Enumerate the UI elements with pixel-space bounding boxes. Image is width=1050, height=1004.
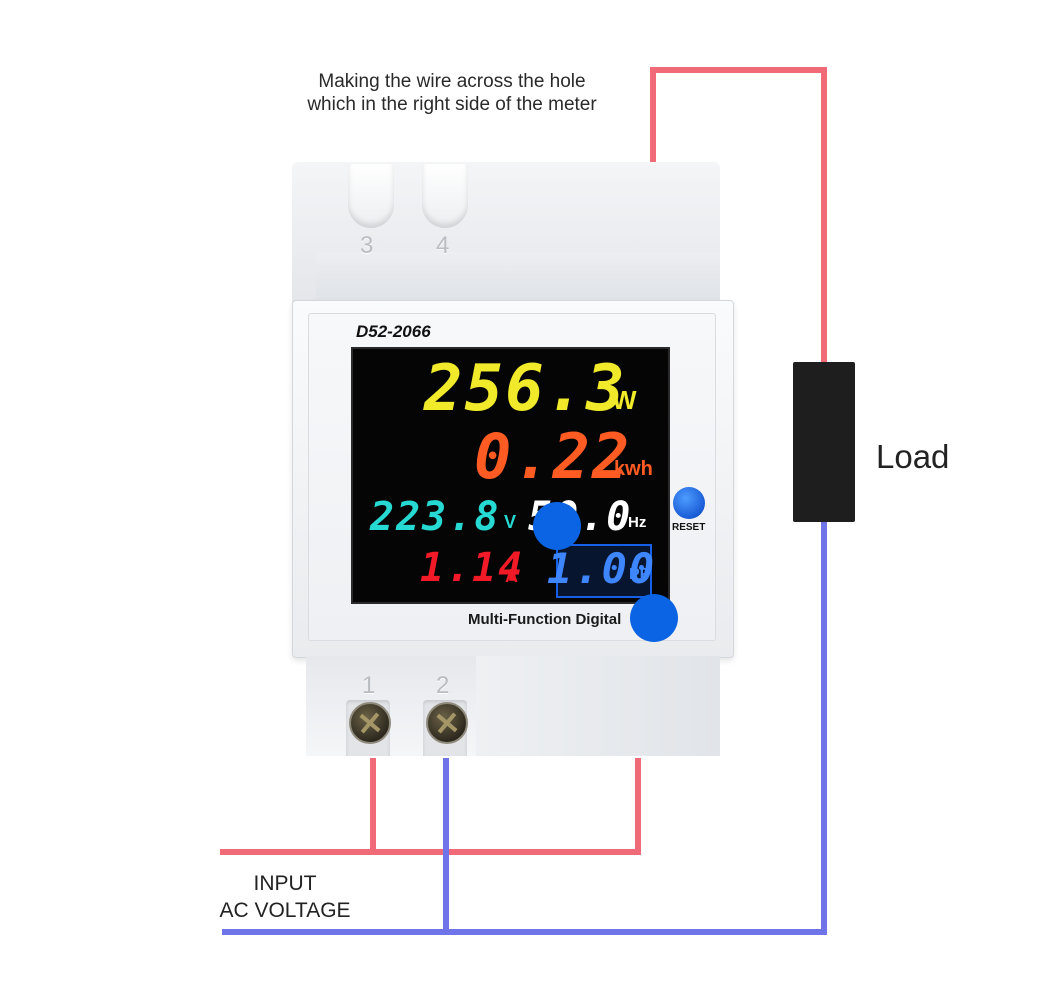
terminal-1-screw-icon[interactable] <box>349 702 391 744</box>
terminal-2-label: 2 <box>436 672 450 699</box>
live-wire-input <box>220 758 641 855</box>
neutral-wire-load <box>446 520 827 935</box>
wiring-note: Making the wire across the hole which in… <box>307 71 597 115</box>
click-marker <box>533 502 581 550</box>
power-factor-highlight <box>556 544 652 598</box>
click-marker <box>630 594 678 642</box>
model-number: D52-2066 <box>356 322 431 341</box>
terminal-2-screw-icon[interactable] <box>426 702 468 744</box>
input-ac-voltage-label: INPUT AC VOLTAGE <box>219 872 351 922</box>
frequency-unit: Hz <box>628 514 647 531</box>
current-unit: A <box>505 566 518 586</box>
voltage-reading: 223.8 <box>370 494 501 540</box>
energy-unit: kwh <box>614 458 653 480</box>
terminal-4-label: 4 <box>436 232 450 259</box>
terminal-3-hole <box>348 164 394 228</box>
live-wire-load <box>650 67 827 365</box>
reset-label: RESET <box>672 522 706 533</box>
power-reading: 256.3 <box>424 352 627 426</box>
power-factor-unit: PF <box>629 566 650 583</box>
power-factor-reading: 1.00 <box>547 544 657 593</box>
current-reading: 1.14 <box>420 545 525 591</box>
terminal-1-label: 1 <box>362 672 376 699</box>
terminal-3-label: 3 <box>360 232 374 259</box>
load-label: Load <box>876 438 950 475</box>
energy-reading: 0.22 <box>474 420 632 493</box>
power-unit: W <box>612 385 637 415</box>
meter-bottom-side <box>476 656 720 756</box>
voltage-unit: V <box>504 512 517 532</box>
meter-top-ledge <box>316 252 720 304</box>
reset-button[interactable] <box>673 487 705 519</box>
brand-label: Multi-Function Digital <box>468 611 622 628</box>
load-block <box>793 362 855 522</box>
neutral-wire-input <box>222 758 449 935</box>
lcd-screen <box>351 347 670 604</box>
terminal-4-hole <box>422 164 468 228</box>
